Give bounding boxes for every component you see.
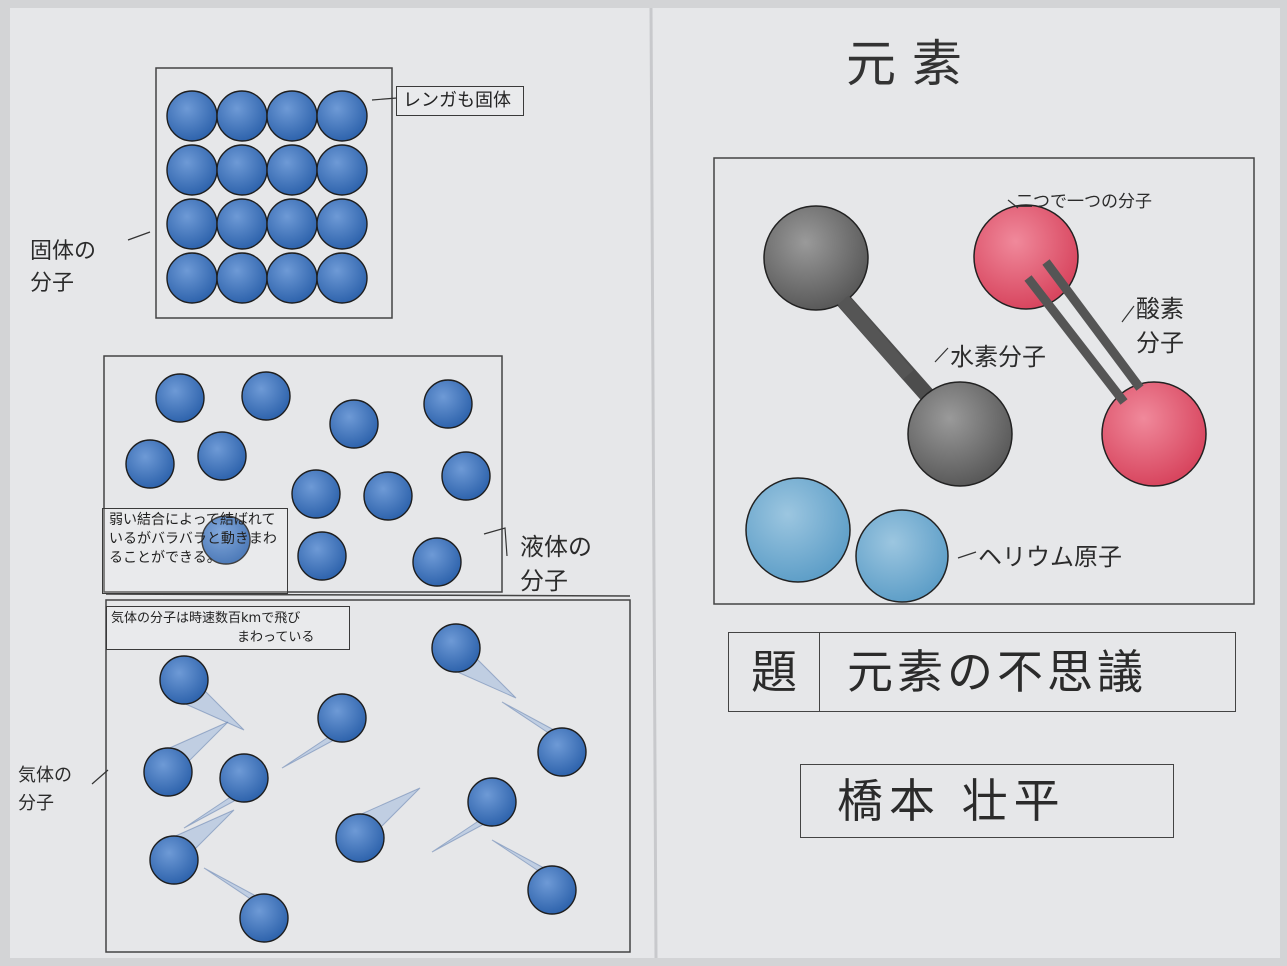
author-box: 橋本 壮平 bbox=[800, 764, 1174, 838]
liquid-molecule bbox=[291, 469, 341, 519]
solid-molecule bbox=[266, 144, 318, 196]
gas-molecule bbox=[537, 727, 587, 777]
hydrogen-molecule bbox=[763, 205, 1013, 487]
solid-molecule bbox=[316, 198, 368, 250]
liquid-molecule bbox=[197, 431, 247, 481]
title-prefix: 題 bbox=[729, 633, 820, 711]
solid-molecule bbox=[316, 252, 368, 304]
gas-molecule bbox=[527, 865, 577, 915]
liquid-molecule bbox=[423, 379, 473, 429]
gas-molecule bbox=[317, 693, 367, 743]
oxygen-label: 酸素 分子 bbox=[1136, 295, 1184, 357]
gas-molecule bbox=[149, 835, 199, 885]
liquid-molecule bbox=[125, 439, 175, 489]
gas-molecule bbox=[467, 777, 517, 827]
liquid-molecule bbox=[297, 531, 347, 581]
gas-molecule bbox=[143, 747, 193, 797]
solid-note: レンガも固体 bbox=[396, 86, 524, 116]
helium-atoms bbox=[745, 477, 949, 603]
solid-molecule bbox=[266, 252, 318, 304]
solid-molecule bbox=[216, 90, 268, 142]
gas-label: 気体の 分子 bbox=[18, 765, 72, 814]
pair-note: 二つで一つの分子 bbox=[1016, 192, 1152, 212]
solid-note-text: レンガも固体 bbox=[403, 90, 511, 111]
liquid-molecule bbox=[201, 515, 251, 565]
solid-molecule bbox=[166, 198, 218, 250]
hydrogen-label: 水素分子 bbox=[950, 343, 1046, 371]
gas-molecule bbox=[159, 655, 209, 705]
title-box: 題 元素の不思議 bbox=[728, 632, 1236, 712]
solid-label: 固体の 分子 bbox=[30, 239, 97, 296]
liquid-molecule bbox=[329, 399, 379, 449]
title-text: 元素の不思議 bbox=[847, 645, 1147, 699]
gas-molecule bbox=[239, 893, 289, 943]
liquid-molecule bbox=[363, 471, 413, 521]
solid-molecule bbox=[166, 90, 218, 142]
gas-molecule bbox=[219, 753, 269, 803]
gas-molecules bbox=[143, 623, 587, 943]
solid-molecule bbox=[166, 144, 218, 196]
liquid-molecule bbox=[412, 537, 462, 587]
solid-molecule bbox=[166, 252, 218, 304]
author-name: 橋本 壮平 bbox=[837, 774, 1066, 828]
gas-molecule bbox=[431, 623, 481, 673]
liquid-note: 弱い結合によって結ばれているがバラバラと動きまわることができる。 bbox=[102, 508, 288, 594]
oxygen-molecule bbox=[973, 204, 1207, 487]
solid-molecule bbox=[266, 90, 318, 142]
liquid-molecule bbox=[155, 373, 205, 423]
liquid-molecules bbox=[125, 371, 491, 587]
page-heading: 元 素 bbox=[846, 35, 962, 93]
gas-note-line2: まわっている bbox=[237, 630, 315, 645]
liquid-molecule bbox=[441, 451, 491, 501]
solid-molecule-grid bbox=[166, 90, 368, 304]
liquid-label: 液体の 分子 bbox=[520, 533, 592, 595]
solid-molecule bbox=[216, 198, 268, 250]
gas-note-line1: 気体の分子は時速数百kmで飛び bbox=[111, 611, 301, 626]
liquid-molecule bbox=[241, 371, 291, 421]
solid-molecule bbox=[316, 90, 368, 142]
helium-label: ヘリウム原子 bbox=[978, 543, 1122, 571]
liquid-note-text: 弱い結合によって結ばれているがバラバラと動きまわることができる。 bbox=[109, 512, 277, 566]
solid-molecule bbox=[316, 144, 368, 196]
solid-molecule bbox=[266, 198, 318, 250]
gas-molecule bbox=[335, 813, 385, 863]
solid-molecule bbox=[216, 144, 268, 196]
solid-molecule bbox=[216, 252, 268, 304]
gas-note: 気体の分子は時速数百kmで飛び まわっている bbox=[106, 606, 350, 650]
